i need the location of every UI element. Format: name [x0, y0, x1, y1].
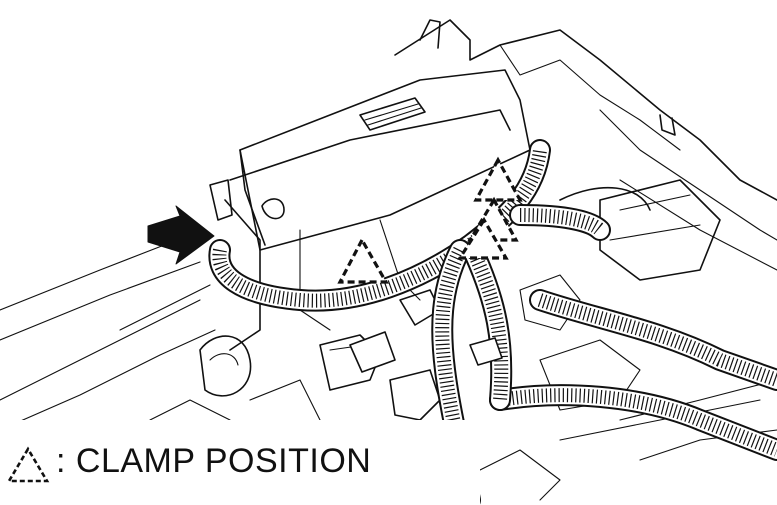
legend-label: : CLAMP POSITION [56, 442, 371, 481]
legend-panel [0, 420, 480, 505]
dashed-triangle-icon [6, 446, 50, 483]
clamp-marker-lower [457, 216, 509, 260]
connector-plug [349, 331, 396, 373]
legend-clamp-position-text: CLAMP POSITION [75, 442, 372, 480]
chassis-frame [0, 19, 777, 431]
control-module-box [209, 69, 531, 351]
clamp-marker-left [337, 236, 389, 284]
clamp-markers [337, 156, 523, 284]
pointer-arrow-icon [147, 205, 215, 265]
connector-plug [469, 337, 503, 366]
legend-separator: : [56, 442, 66, 480]
clamp-marker-top [473, 156, 523, 202]
coolant-hoses [489, 289, 777, 461]
